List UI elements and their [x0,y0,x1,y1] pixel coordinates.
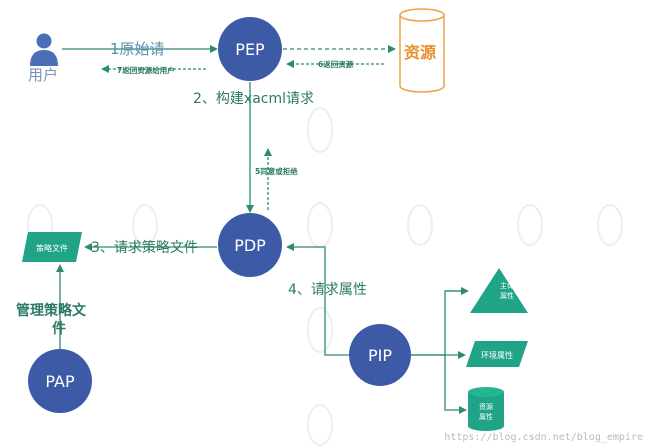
resource-attr-label-2: 属性 [479,412,493,421]
edge-pip-bus [411,290,461,356]
policy-file-label: 策略文件 [36,243,68,253]
pip-node [349,324,411,386]
subject-attr-label-2: 属性 [500,291,514,300]
pep-node [218,17,282,81]
user-icon [30,33,58,66]
edges [56,45,469,414]
resource-attr-shape [468,387,504,431]
pep-label: PEP [235,40,265,59]
pap-node [28,349,92,413]
label-return-to-user: 7返回资源给用户 [117,65,175,75]
policy-file-shape [22,232,82,262]
pip-label: PIP [368,346,392,365]
resource-attr-label-1: 资源 [479,402,493,411]
subject-attr-label-1: 主体 [500,281,514,290]
edge-pip-to-resource-attr [444,355,467,414]
label-request-attr: 4、请求属性 [288,282,367,298]
label-request-policy: 3、请求策略文件 [91,239,198,256]
label-permit-deny: 5同意或拒绝 [255,166,298,176]
resource-cylinder [399,8,445,93]
env-attr-shape [466,341,528,367]
resource-label: 资源 [404,43,436,62]
label-manage-policy-1: 管理策略文 [16,302,87,319]
watermark-url: https://blog.csdn.net/blog_empire [444,432,643,443]
label-original-request: 1原始请 [110,40,165,58]
env-attr-label: 环境属性 [481,350,513,360]
edge-pip-to-pdp [286,243,349,356]
pdp-label: PDP [234,236,266,255]
pap-label: PAP [45,372,75,391]
label-build-xacml: 2、构建xacml请求 [193,91,314,107]
label-return-resource: 6返回资源 [318,59,354,69]
pdp-node [218,213,282,277]
user-label: 用户 [28,66,58,84]
subject-attr-shape [470,268,528,313]
label-manage-policy-2: 件 [52,320,66,337]
